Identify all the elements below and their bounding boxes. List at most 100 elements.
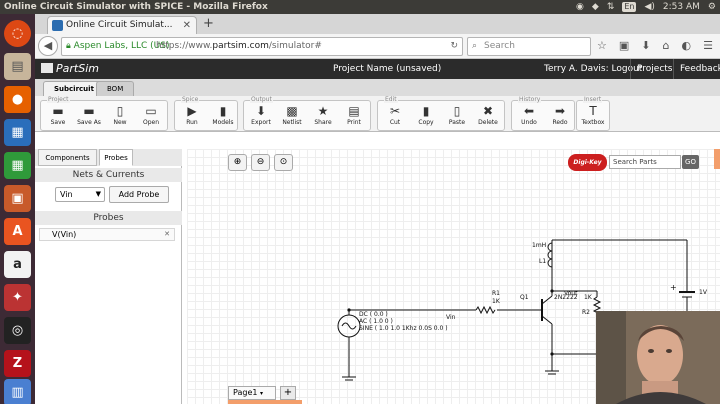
menu-icon[interactable]: ☰ <box>703 39 713 52</box>
new-file-icon: ▯ <box>116 104 124 118</box>
label-r2-value: 1K <box>584 294 593 301</box>
webcam-person-image <box>596 311 720 404</box>
junction-dot <box>550 289 554 293</box>
redo-arrow-icon: ➡ <box>554 104 566 118</box>
undo-button[interactable]: ⬅Undo <box>514 103 544 130</box>
browser-tab[interactable]: Online Circuit Simulat... ✕ <box>47 16 197 34</box>
open-button[interactable]: ▭Open <box>136 103 166 130</box>
pocket-icon[interactable]: ◐ <box>681 39 692 52</box>
printer-icon: ▤ <box>348 104 360 118</box>
system-settings-icon[interactable]: ✦ <box>4 284 31 311</box>
impress-icon[interactable]: ▣ <box>4 185 31 212</box>
url-bar[interactable]: 🔒︎ Aspen Labs, LLC (US) https://www.part… <box>61 37 463 56</box>
cut-button[interactable]: ✂Cut <box>380 103 410 130</box>
save-button[interactable]: ▬Save <box>43 103 73 130</box>
url-text: https://www.partsim.com/simulator# <box>156 38 322 55</box>
models-button[interactable]: ▮Models <box>208 103 238 130</box>
run-button[interactable]: ▶Run <box>177 103 207 130</box>
zoom-fit-button[interactable]: ⊙ <box>274 154 293 171</box>
project-name[interactable]: Project Name (unsaved) <box>333 64 442 74</box>
probe-item[interactable]: V(Vin)✕ <box>39 228 175 241</box>
horizontal-scrollbar[interactable] <box>228 400 302 404</box>
group-label-output: Output <box>250 96 273 103</box>
amazon-icon[interactable]: a <box>4 251 31 278</box>
browser-search-input[interactable]: ⌕ Search <box>467 37 591 56</box>
new-tab-button[interactable]: + <box>203 16 214 31</box>
emitter-lead <box>541 315 553 325</box>
home-icon[interactable]: ⌂ <box>662 39 670 52</box>
page-tab-label: Page1 <box>233 388 258 397</box>
folder-save-icon: ▬ <box>52 104 64 118</box>
zoom-in-button[interactable]: ⊕ <box>228 154 247 171</box>
settings-gear-icon[interactable]: ⚙ <box>707 2 716 12</box>
projects-link[interactable]: Projects <box>630 59 678 79</box>
back-button[interactable]: ◀ <box>38 36 58 56</box>
volume-icon[interactable]: ◀) <box>644 2 655 12</box>
collector-lead <box>541 295 553 305</box>
browser-search-placeholder: Search <box>484 41 515 51</box>
clock[interactable]: 2:53 AM <box>662 2 700 12</box>
chrome-icon[interactable]: ◉ <box>576 2 584 12</box>
sort-icon[interactable]: ⇅ <box>606 2 615 12</box>
workspace-switcher-icon[interactable]: ▥ <box>4 379 31 404</box>
save-as-button[interactable]: ▬Save As <box>74 103 104 130</box>
paste-button[interactable]: ▯Paste <box>442 103 472 130</box>
sine-symbol <box>341 322 357 330</box>
reload-icon[interactable]: ↻ <box>450 41 458 51</box>
inductor-l1[interactable] <box>547 242 553 268</box>
reading-list-icon[interactable]: ▣ <box>618 39 630 52</box>
parts-search-go-button[interactable]: GO <box>682 155 699 169</box>
software-center-icon[interactable]: A <box>4 218 31 245</box>
zoom-out-icon: ⊖ <box>256 157 265 167</box>
dropbox-icon[interactable]: ◆ <box>591 2 599 12</box>
copy-button[interactable]: ▮Copy <box>411 103 441 130</box>
remove-probe-icon[interactable]: ✕ <box>164 230 170 238</box>
tab-probes[interactable]: Probes <box>99 149 133 166</box>
share-button[interactable]: ★Share <box>308 103 338 130</box>
zoom-out-button[interactable]: ⊖ <box>251 154 270 171</box>
tab-bom[interactable]: BOM <box>96 81 135 96</box>
user-logout-link[interactable]: Terry A. Davis: Logout <box>544 64 643 74</box>
circuit-schematic: 1mH L1 Vout 2N2222 1K R2 R1 1K Q1 Vin DC… <box>337 239 708 381</box>
obs-icon[interactable]: ◎ <box>4 317 31 344</box>
junction-dot <box>347 308 351 312</box>
zoom-in-icon: ⊕ <box>233 157 242 167</box>
delete-button[interactable]: ✖Delete <box>473 103 503 130</box>
label-r1: R1 <box>492 290 500 297</box>
new-button[interactable]: ▯New <box>105 103 135 130</box>
bookmark-star-icon[interactable]: ☆ <box>597 39 607 52</box>
models-icon: ▮ <box>219 104 227 118</box>
undo-arrow-icon: ⬅ <box>523 104 535 118</box>
open-folder-icon: ▭ <box>145 104 157 118</box>
dash-icon[interactable]: ◌ <box>4 20 31 47</box>
downloads-icon[interactable]: ⬇ <box>641 39 651 52</box>
filezilla-icon[interactable]: Z <box>4 350 31 377</box>
netlist-button[interactable]: ▩Netlist <box>277 103 307 130</box>
calc-icon[interactable]: ▦ <box>4 152 31 179</box>
firefox-icon[interactable]: ● <box>4 86 31 113</box>
copy-icon: ▮ <box>422 104 430 118</box>
tab-components[interactable]: Components <box>38 149 97 166</box>
webcam-overlay <box>596 311 720 404</box>
writer-icon[interactable]: ▦ <box>4 119 31 146</box>
parts-search-input[interactable]: Search Parts <box>609 155 681 169</box>
keyboard-layout[interactable]: En <box>622 2 637 12</box>
print-button[interactable]: ▤Print <box>339 103 369 130</box>
canvas-scrollbar[interactable] <box>714 149 720 169</box>
files-icon[interactable]: ▤ <box>4 53 31 80</box>
add-page-button[interactable]: + <box>280 386 296 400</box>
partsim-logo[interactable]: PartSim <box>41 59 99 79</box>
net-select[interactable]: Vin▼ <box>55 187 105 202</box>
close-tab-icon[interactable]: ✕ <box>182 20 191 31</box>
add-probe-button[interactable]: Add Probe <box>109 186 169 203</box>
redo-button[interactable]: ➡Redo <box>545 103 575 130</box>
export-button[interactable]: ⬇Export <box>246 103 276 130</box>
ribbon-group-project: Project ▬Save ▬Save As ▯New ▭Open <box>40 96 168 131</box>
page-tab[interactable]: Page1 ▾ <box>228 386 276 400</box>
launcher: ◌ ▤ ● ▦ ▦ ▣ A a ✦ ◎ Z ▥ <box>0 14 35 404</box>
digikey-logo[interactable]: Digi-Key <box>568 154 607 171</box>
resistor-r1[interactable] <box>475 305 496 315</box>
net-select-value: Vin <box>60 190 73 199</box>
feedback-link[interactable]: Feedback <box>673 59 720 79</box>
